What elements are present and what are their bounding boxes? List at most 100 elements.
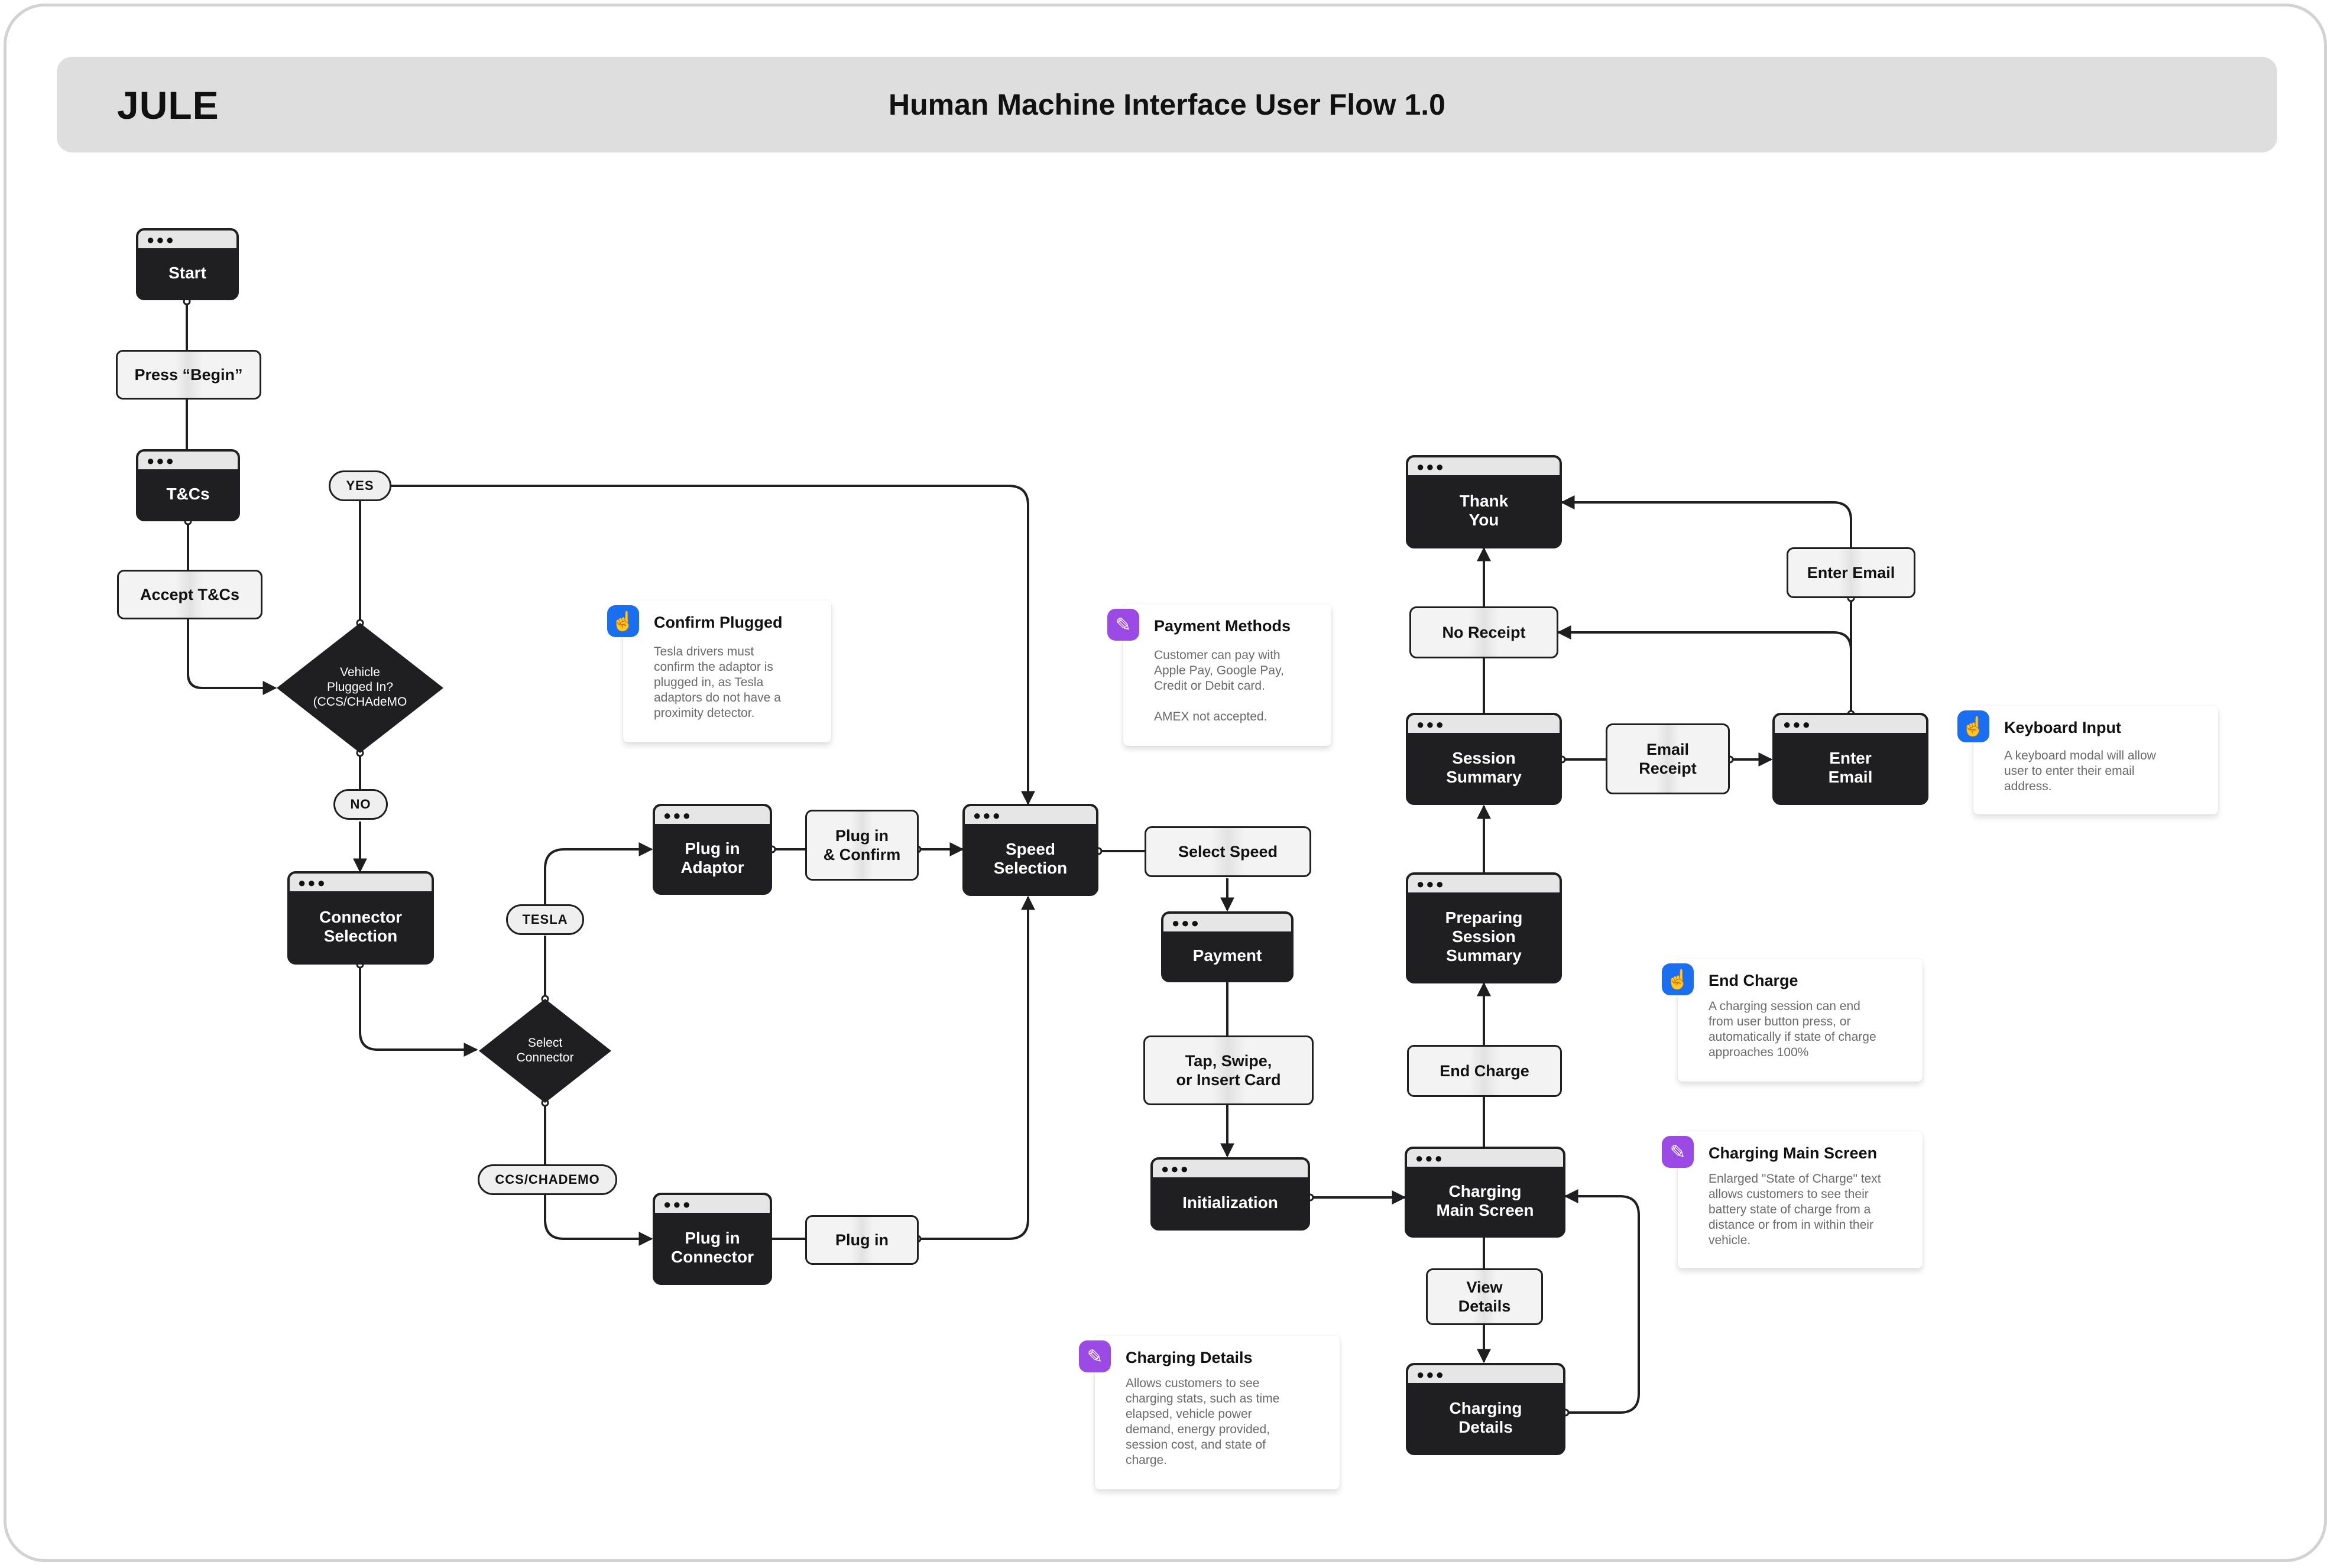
branch-no-label: NO [350, 797, 371, 811]
screen-label: Enter Email [1828, 749, 1873, 786]
screen-charging-details[interactable]: ●●● Charging Details [1406, 1363, 1565, 1455]
window-bar: ●●● [1163, 914, 1291, 931]
pencil-icon: ✎ [1662, 1136, 1694, 1168]
link-enteremail-noreceipt [1557, 625, 1852, 714]
note-title: Charging Details [1126, 1349, 1253, 1366]
window-bar: ●●● [965, 806, 1096, 824]
brand-logo-text: JULE [117, 83, 219, 127]
window-bar: ●●● [1408, 457, 1560, 475]
action-accept-tcs[interactable]: Accept T&Cs [117, 570, 262, 619]
action-tap-swipe-insert[interactable]: Tap, Swipe, or Insert Card [1143, 1035, 1314, 1105]
screen-label: T&Cs [166, 485, 210, 503]
window-dots-icon: ●●● [298, 875, 327, 890]
screen-label: Connector Selection [319, 908, 402, 945]
window-dots-icon: ●●● [1416, 1367, 1445, 1382]
decision-vehicle-plugged-label: Vehicle Plugged In? (CCS/CHAdeMO [313, 665, 407, 709]
note-title: End Charge [1709, 972, 1798, 989]
note-charging-main-screen: ✎ Charging Main Screen Enlarged "State o… [1662, 1131, 1923, 1268]
tap-icon: ☝ [607, 605, 639, 637]
note-title: Keyboard Input [2004, 719, 2122, 736]
note-title: Charging Main Screen [1709, 1144, 1878, 1162]
action-select-speed[interactable]: Select Speed [1145, 826, 1311, 877]
branch-ccs-pill: CCS/CHADEMO [478, 1164, 617, 1195]
window-dots-icon: ●●● [1416, 717, 1445, 732]
window-bar: ●●● [1408, 715, 1560, 733]
note-title: Confirm Plugged [654, 613, 783, 631]
action-plug-in-confirm[interactable]: Plug in & Confirm [805, 810, 919, 881]
screen-label: Preparing Session Summary [1445, 908, 1523, 965]
link-tesla-adaptor [544, 842, 653, 904]
window-bar: ●●● [655, 1195, 770, 1213]
window-dots-icon: ●●● [1416, 459, 1445, 474]
screen-plug-in-adaptor[interactable]: ●●● Plug in Adaptor [653, 804, 772, 895]
note-body: A keyboard modal will allow user to ente… [2004, 749, 2156, 793]
screen-label: Session Summary [1446, 749, 1522, 786]
window-dots-icon: ●●● [1172, 916, 1201, 930]
note-charging-details: ✎ Charging Details Allows customers to s… [1079, 1336, 1340, 1489]
screen-payment[interactable]: ●●● Payment [1161, 911, 1294, 982]
note-payment-methods: ✎ Payment Methods Customer can pay with … [1107, 604, 1331, 746]
screen-session-summary[interactable]: ●●● Session Summary [1406, 713, 1562, 805]
decision-diamond-vehicle-plugged [277, 623, 443, 753]
note-body: Tesla drivers must confirm the adaptor i… [654, 645, 781, 720]
link-accept-decision [187, 619, 277, 695]
tap-icon: ☝ [1957, 710, 1989, 742]
screen-label: Speed Selection [993, 840, 1068, 877]
screen-speed-selection[interactable]: ●●● Speed Selection [962, 804, 1098, 896]
link-ccs-connector [544, 1193, 653, 1246]
branch-ccs-label: CCS/CHADEMO [495, 1172, 600, 1187]
window-bar: ●●● [1775, 715, 1926, 733]
window-bar: ●●● [138, 231, 236, 248]
screen-initialization[interactable]: ●●● Initialization [1150, 1157, 1310, 1231]
action-no-receipt[interactable]: No Receipt [1409, 606, 1558, 658]
screen-enter-email[interactable]: ●●● Enter Email [1772, 713, 1928, 805]
window-dots-icon: ●●● [1783, 717, 1812, 732]
action-plug-in[interactable]: Plug in [805, 1215, 919, 1265]
note-confirm-plugged: ☝ Confirm Plugged Tesla drivers must con… [607, 600, 831, 742]
action-enter-email[interactable]: Enter Email [1787, 547, 1915, 598]
branch-yes-label: YES [346, 478, 374, 493]
branch-yes-pill: YES [329, 470, 391, 501]
screen-label: Plug in Connector [671, 1229, 754, 1266]
tap-icon: ☝ [1662, 963, 1694, 995]
window-bar: ●●● [1407, 1149, 1563, 1167]
action-end-charge[interactable]: End Charge [1407, 1045, 1562, 1097]
window-bar: ●●● [655, 806, 770, 824]
screen-label: Charging Details [1449, 1399, 1522, 1436]
screen-label: Initialization [1182, 1193, 1278, 1212]
board-frame [4, 4, 2327, 1562]
screen-label: Plug in Adaptor [680, 839, 744, 876]
link-details-charging [1564, 1189, 1640, 1414]
action-email-receipt[interactable]: Email Receipt [1606, 723, 1730, 794]
link-yes-speed [391, 485, 1035, 806]
window-bar: ●●● [1408, 1365, 1563, 1383]
action-press-begin[interactable]: Press “Begin” [116, 350, 261, 400]
screen-label: Thank You [1459, 492, 1509, 529]
screen-connector-selection[interactable]: ●●● Connector Selection [287, 871, 434, 965]
screen-label: Payment [1192, 946, 1262, 965]
branch-tesla-pill: TESLA [506, 904, 584, 935]
window-dots-icon: ●●● [663, 808, 692, 823]
screen-tcs[interactable]: ●●● T&Cs [136, 449, 240, 521]
note-end-charge: ☝ End Charge A charging session can end … [1662, 959, 1923, 1082]
window-dots-icon: ●●● [1416, 876, 1445, 891]
screen-start[interactable]: ●●● Start [136, 228, 239, 300]
branch-no-pill: NO [333, 789, 388, 820]
window-dots-icon: ●●● [973, 808, 1002, 823]
decision-select-connector-label: Select Connector [516, 1036, 574, 1064]
screen-plug-in-connector[interactable]: ●●● Plug in Connector [653, 1193, 772, 1285]
screen-thank-you[interactable]: ●●● Thank You [1406, 455, 1562, 548]
window-bar: ●●● [138, 452, 238, 469]
link-action-thankyou [1560, 495, 1852, 548]
note-keyboard-input: ☝ Keyboard Input A keyboard modal will a… [1957, 706, 2218, 814]
note-body: A charging session can end from user but… [1709, 999, 1876, 1059]
screen-charging-main[interactable]: ●●● Charging Main Screen [1405, 1147, 1565, 1238]
pencil-icon: ✎ [1079, 1340, 1111, 1372]
window-dots-icon: ●●● [1161, 1161, 1190, 1176]
screen-label: Start [168, 264, 206, 282]
header-bar: JULE Human Machine Interface User Flow 1… [57, 57, 2277, 152]
screen-preparing-session-summary[interactable]: ●●● Preparing Session Summary [1406, 872, 1562, 983]
action-view-details[interactable]: View Details [1426, 1268, 1543, 1325]
